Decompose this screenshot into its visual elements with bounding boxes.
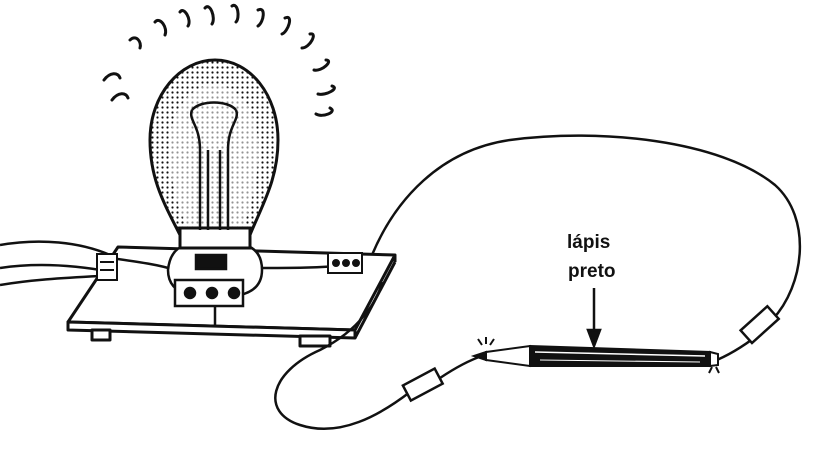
pencil-label-line2: preto [568,261,616,282]
connector-clip-right [738,304,781,345]
connector-clip-left [401,366,445,403]
black-pencil [470,337,720,374]
pencil-label-line1: lápis [567,232,611,253]
lamp-socket [166,243,264,308]
glow-rays [102,3,336,117]
light-bulb [148,58,280,250]
power-cord [0,240,113,287]
cord-clamp [96,253,118,281]
label-arrow [586,288,602,350]
terminal-block [327,252,363,274]
